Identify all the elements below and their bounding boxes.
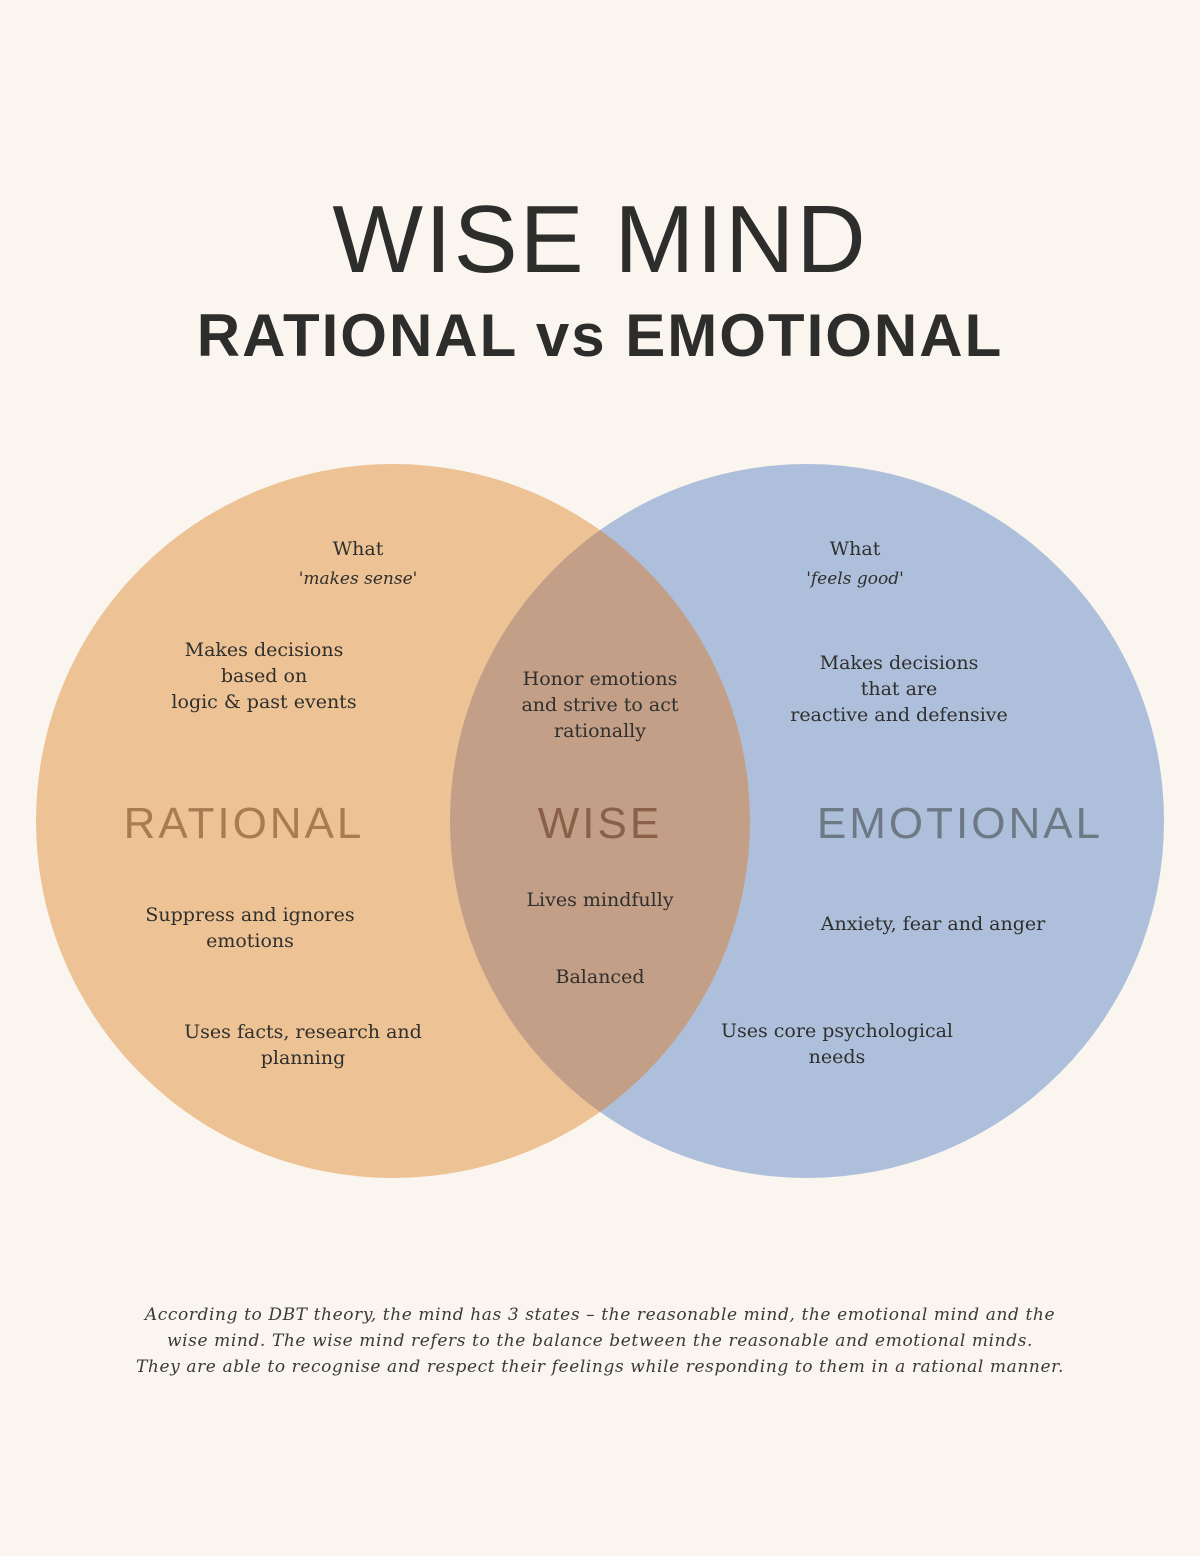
rational-uses: Uses facts, research and planning — [163, 1019, 443, 1071]
emotional-decisions-line: that are — [860, 678, 938, 700]
rational-what-label: What — [332, 538, 384, 560]
emotional-uses-line: Uses core psychological — [720, 1020, 953, 1042]
emotional-what-quote: 'feels good' — [806, 569, 904, 589]
emotional-decisions-line: reactive and defensive — [790, 704, 1008, 726]
wise-honor-line: rationally — [553, 720, 646, 742]
rational-emotions: Suppress and ignores emotions — [110, 902, 390, 954]
wise-honor-line: and strive to act — [521, 694, 679, 716]
wise-overlap — [450, 464, 750, 1178]
page-title: WISE MIND — [332, 186, 868, 293]
emotional-uses-line: needs — [808, 1046, 866, 1068]
emotional-what: What 'feels good' — [755, 536, 955, 592]
rational-uses-line: planning — [260, 1047, 346, 1069]
footer-line: wise mind. The wise mind refers to the b… — [166, 1331, 1034, 1351]
emotional-uses: Uses core psychological needs — [687, 1018, 987, 1070]
emotional-feelings: Anxiety, fear and anger — [820, 913, 1046, 935]
wise-honor: Honor emotions and strive to act rationa… — [470, 666, 730, 744]
rational-decisions-line: Makes decisions — [184, 639, 344, 661]
rational-what: What 'makes sense' — [258, 536, 458, 592]
footer-description: According to DBT theory, the mind has 3 … — [100, 1302, 1100, 1380]
rational-decisions: Makes decisions based on logic & past ev… — [124, 637, 404, 715]
rational-decisions-line: based on — [220, 665, 308, 687]
footer-line: They are able to recognise and respect t… — [135, 1357, 1064, 1377]
rational-label: RATIONAL — [123, 799, 365, 848]
emotional-label: EMOTIONAL — [816, 799, 1104, 848]
emotional-decisions-line: Makes decisions — [819, 652, 979, 674]
rational-uses-line: Uses facts, research and — [184, 1021, 422, 1043]
rational-what-quote: 'makes sense' — [298, 569, 418, 589]
wise-honor-line: Honor emotions — [522, 668, 678, 690]
rational-emotions-line: Suppress and ignores — [145, 904, 355, 926]
rational-decisions-line: logic & past events — [171, 691, 357, 713]
footer-line: According to DBT theory, the mind has 3 … — [144, 1305, 1056, 1325]
emotional-what-label: What — [829, 538, 881, 560]
wise-label: WISE — [537, 799, 663, 848]
page-subtitle: RATIONAL vs EMOTIONAL — [196, 302, 1004, 369]
emotional-decisions: Makes decisions that are reactive and de… — [759, 650, 1039, 728]
rational-emotions-line: emotions — [206, 930, 294, 952]
wise-balanced: Balanced — [555, 966, 645, 988]
wise-lives: Lives mindfully — [526, 889, 674, 911]
